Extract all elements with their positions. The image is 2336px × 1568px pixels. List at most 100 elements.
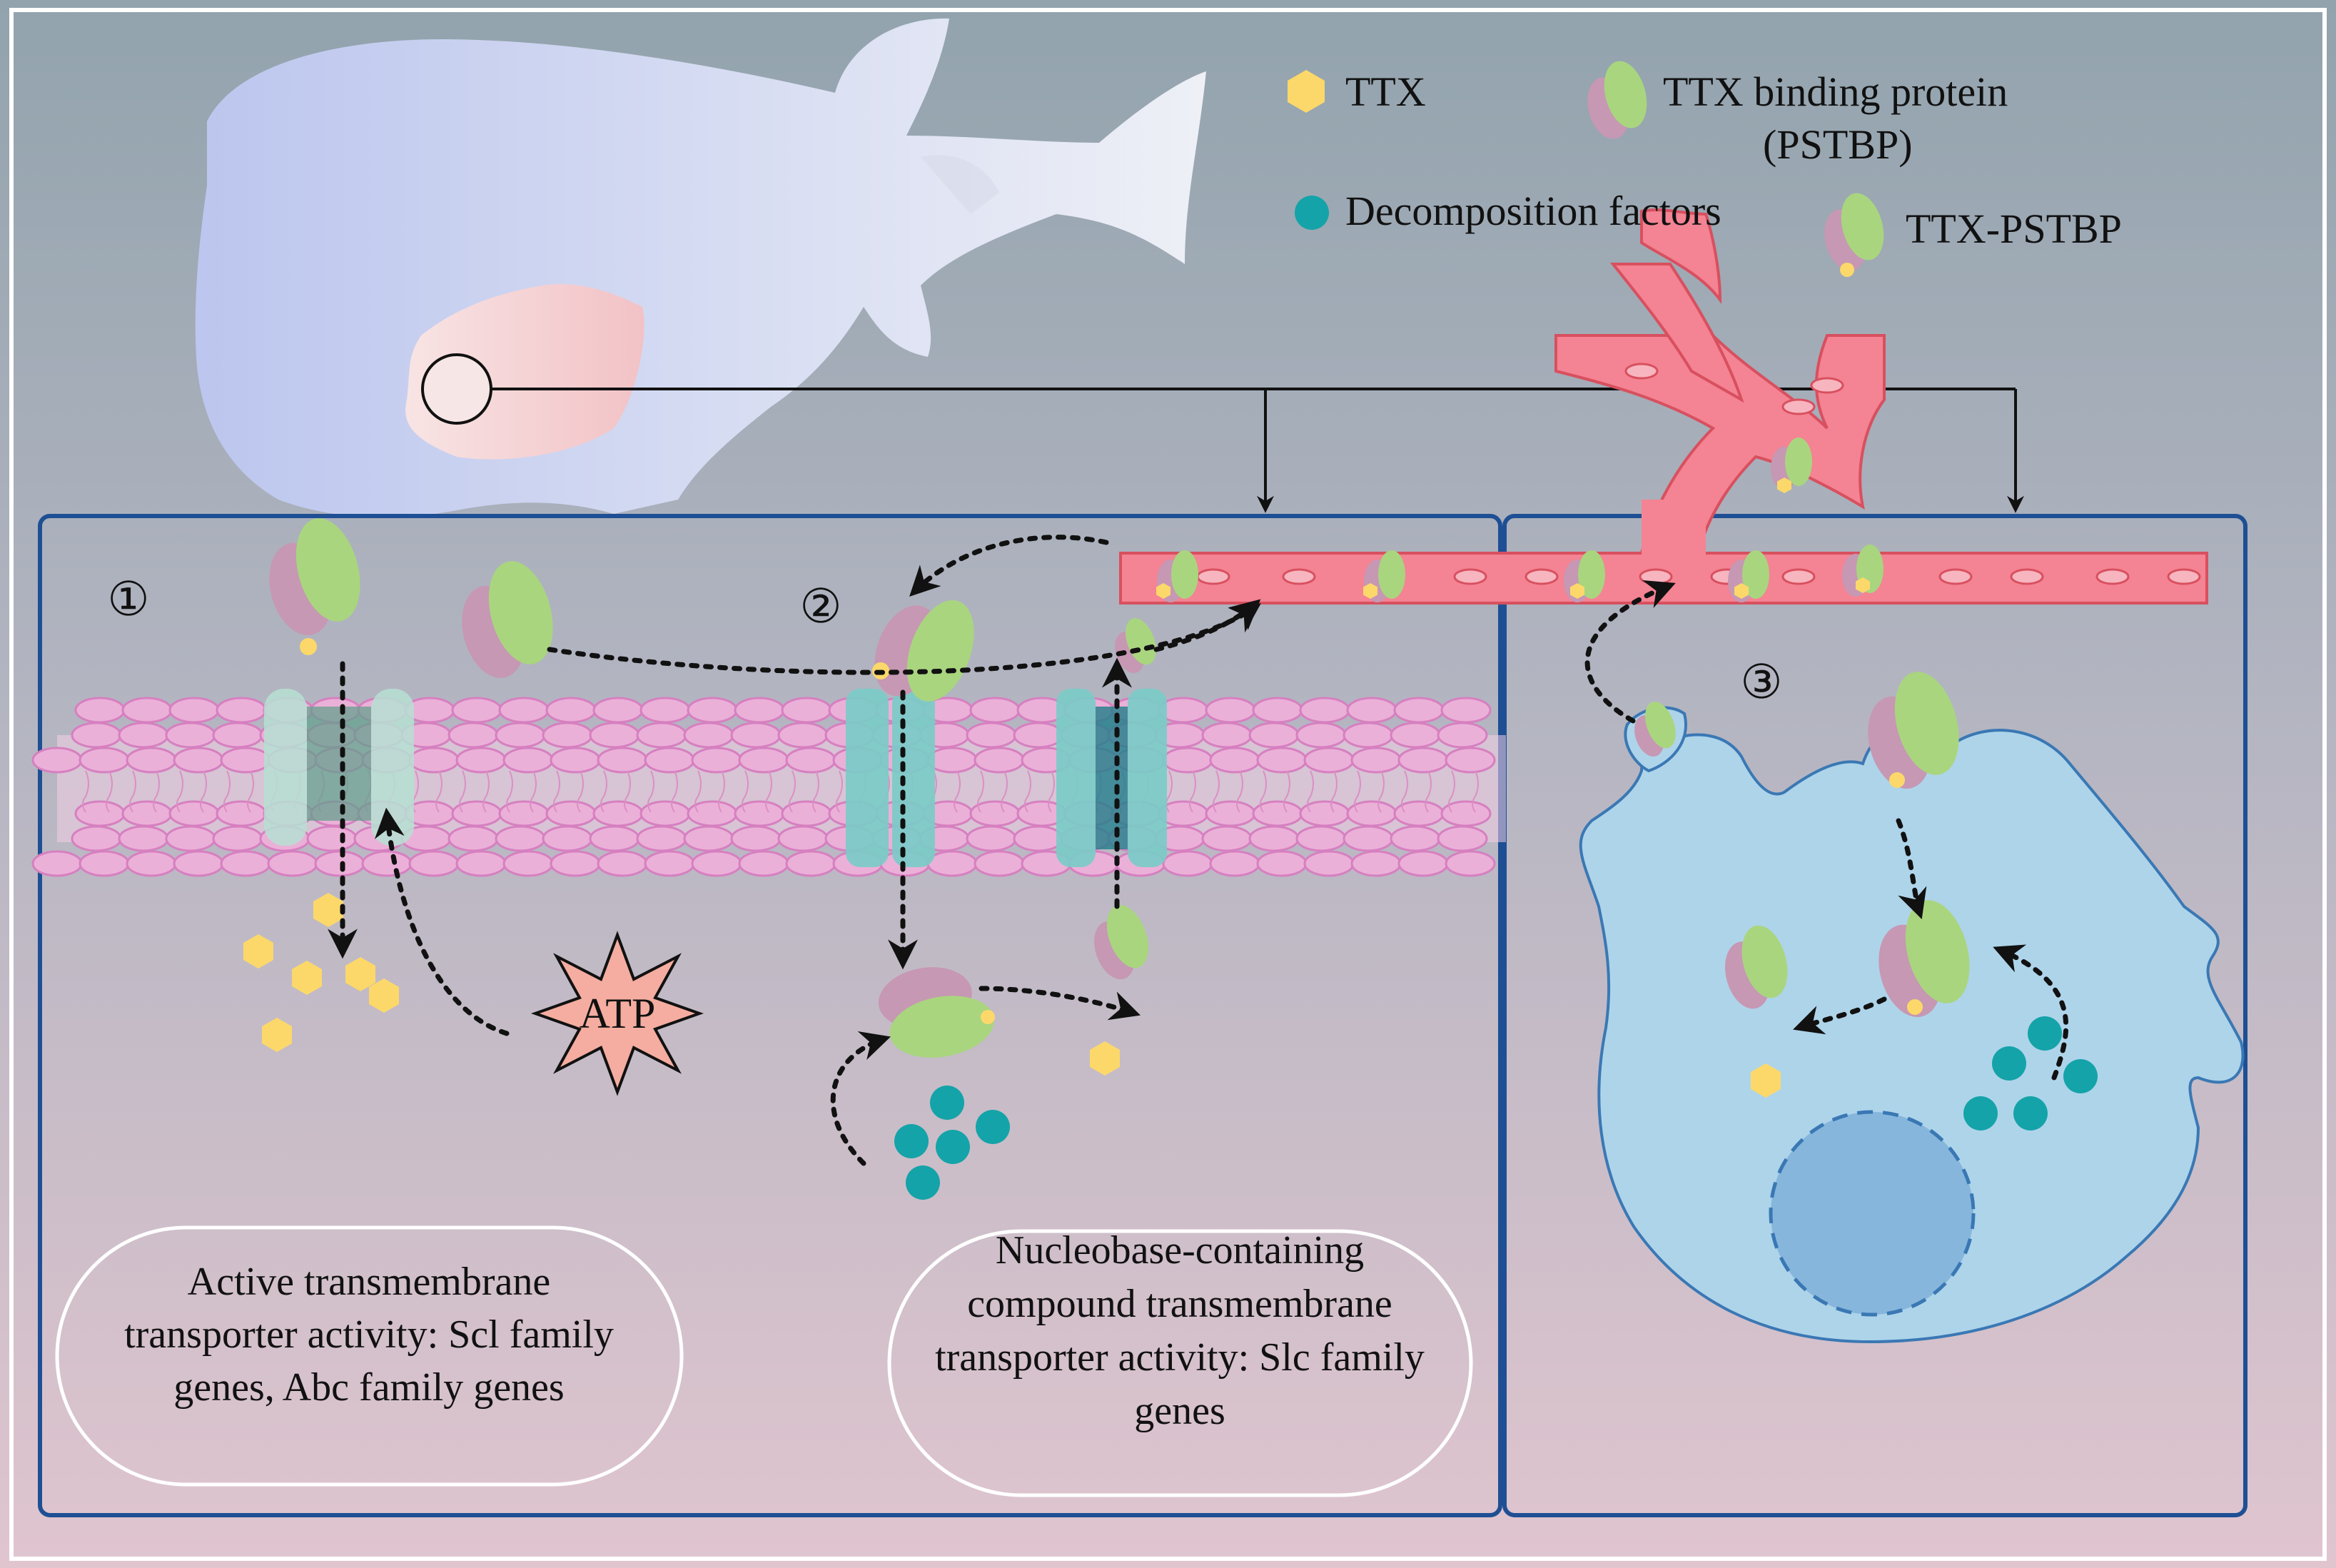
caption-left: Active transmembrane transporter activit… <box>55 1225 684 1487</box>
lipid-head <box>74 697 126 724</box>
legend-complex-label: TTX-PSTBP <box>1906 206 2122 252</box>
step-3-label: ③ <box>1740 657 1782 709</box>
lipid-head <box>1201 825 1253 852</box>
lipid-head <box>550 850 601 877</box>
lipid-head <box>451 697 502 724</box>
lipid-head <box>118 825 169 852</box>
lipid-tail <box>553 770 560 813</box>
lipid-head <box>79 850 130 877</box>
legend-binding-protein-sub: (PSTBP) <box>1763 121 1913 168</box>
lipid-head <box>926 850 978 877</box>
lipid-head <box>121 697 173 724</box>
legend-decomposition-icon <box>1295 196 1329 230</box>
lipid-head <box>1390 722 1441 749</box>
lipid-head <box>31 747 83 774</box>
lipid-tail <box>223 770 231 813</box>
lipid-head <box>495 722 546 749</box>
lipid-tail <box>482 770 490 813</box>
lipid-head <box>974 850 1025 877</box>
binding-protein-large-2 <box>462 561 553 679</box>
decomposition-factors-panel3 <box>1963 1016 2098 1131</box>
lipid-head <box>730 722 782 749</box>
lipid-head <box>785 747 836 774</box>
lipid-head <box>455 850 507 877</box>
lipid-tail <box>459 770 466 813</box>
lipid-head <box>455 747 507 774</box>
lipid-head <box>1248 722 1300 749</box>
lipid-tail <box>1189 770 1196 813</box>
free-protein-in-cell <box>1725 925 1788 1009</box>
lipid-tail <box>954 770 961 813</box>
ttx-dot-5 <box>1907 999 1923 1015</box>
lipid-head <box>212 722 263 749</box>
lipid-head <box>498 697 550 724</box>
legend-binding-protein-label: TTX binding protein <box>1663 69 2008 115</box>
lipid-head <box>306 825 358 852</box>
lipid-tail <box>106 770 113 813</box>
lipid-tail <box>671 770 678 813</box>
lipid-head <box>777 722 829 749</box>
ttx-dot-1 <box>300 638 317 655</box>
lipid-head <box>448 825 499 852</box>
lipid-tail <box>82 770 89 813</box>
legend-ttx-icon <box>1288 70 1325 113</box>
lipid-head <box>126 850 177 877</box>
lipid-head <box>542 722 593 749</box>
lipid-head <box>502 747 554 774</box>
lipid-head <box>1445 747 1496 774</box>
lipid-head <box>1013 825 1064 852</box>
lipid-tail <box>530 770 537 813</box>
protein-below-channel <box>1094 905 1148 980</box>
lipid-head <box>1205 697 1256 724</box>
caption-middle-line-1: Nucleobase-containing <box>996 1228 1364 1273</box>
background-frame <box>9 8 2327 1561</box>
lipid-head <box>777 825 829 852</box>
lipid-tail <box>624 770 631 813</box>
lipid-tail <box>718 770 725 813</box>
lipid-head <box>220 747 271 774</box>
lipid-head <box>165 722 216 749</box>
lipid-head <box>589 722 640 749</box>
lipid-tail <box>647 770 654 813</box>
step-2-label: ② <box>799 581 841 633</box>
lipid-tail <box>1425 770 1432 813</box>
lipid-head <box>220 850 271 877</box>
lipid-head <box>1013 722 1064 749</box>
lipid-head <box>1162 747 1213 774</box>
lipid-tail <box>1354 770 1361 813</box>
lipid-head <box>71 722 122 749</box>
lipid-tail <box>742 770 749 813</box>
lipid-tail <box>1307 770 1314 813</box>
lipid-head <box>212 825 263 852</box>
lipid-head <box>1209 850 1260 877</box>
lipid-head <box>969 697 1021 724</box>
atp-label: ATP <box>580 990 656 1037</box>
lipid-head <box>267 850 318 877</box>
lipid-head <box>597 747 648 774</box>
lipid-head <box>687 697 738 724</box>
dotted-arrows <box>328 535 2069 1166</box>
atp-star: ATP <box>531 931 704 1096</box>
lipid-tail <box>577 770 584 813</box>
lipid-tail <box>247 770 254 813</box>
lipid-head <box>118 722 169 749</box>
lipid-head <box>168 697 220 724</box>
lipid-head <box>31 850 83 877</box>
decomposition-factors-panel2 <box>894 1086 1010 1200</box>
lipid-head <box>597 850 648 877</box>
lipid-head <box>173 747 224 774</box>
lipid-head <box>644 747 695 774</box>
lipid-tail <box>176 770 183 813</box>
lipid-head <box>781 697 832 724</box>
lipid-tail <box>836 770 843 813</box>
lipid-head <box>1248 825 1300 852</box>
ttx-dot-3 <box>981 1010 995 1024</box>
lipid-head <box>550 747 601 774</box>
nucleus <box>1769 1110 1976 1317</box>
caption-middle-line-4: genes <box>1134 1389 1225 1433</box>
lipid-head <box>1437 722 1488 749</box>
lipid-head <box>730 825 782 852</box>
caption-left-line-3: genes, Abc family genes <box>173 1365 564 1410</box>
